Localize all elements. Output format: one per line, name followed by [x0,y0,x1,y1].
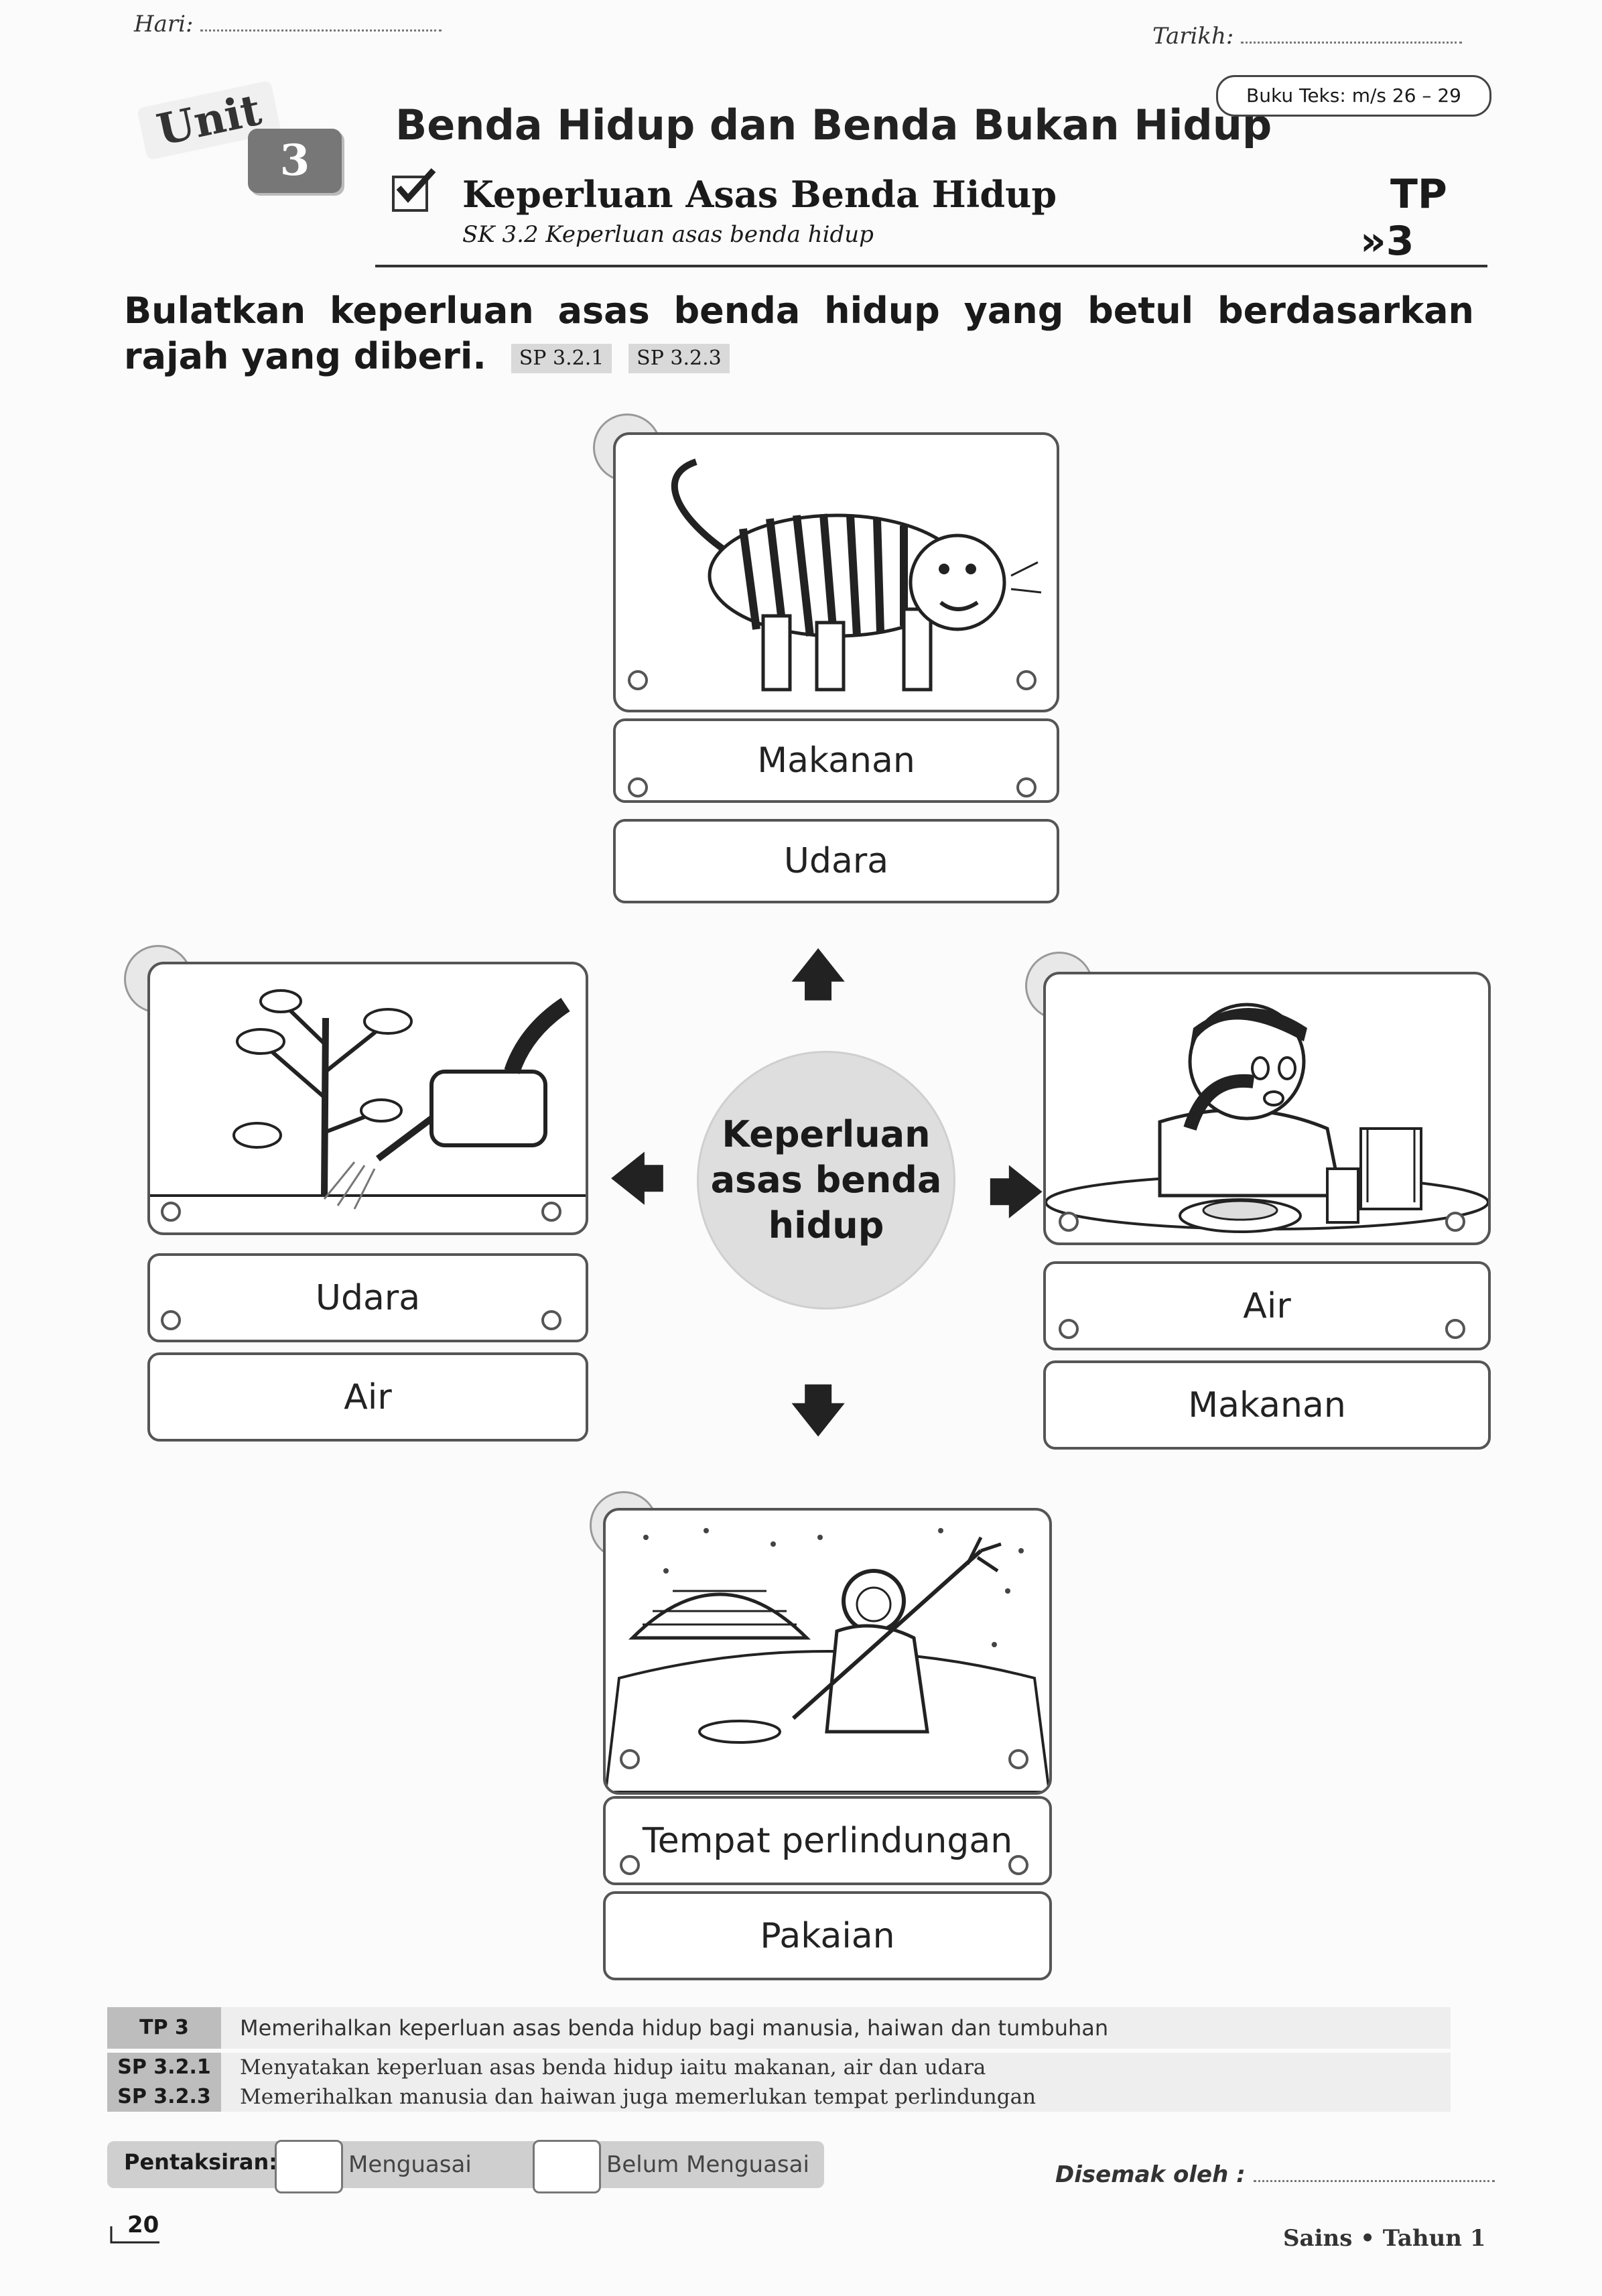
tp-desc: Menyatakan keperluan asas benda hidup ia… [221,2053,1451,2082]
book-title: Sains • Tahun 1 [1283,2225,1486,2252]
tp-desc: Memerihalkan manusia dan haiwan juga mem… [221,2082,1451,2112]
eskimo-igloo-icon [606,1528,1049,1792]
ring-icon [628,777,648,798]
tp-code: SP 3.2.1 [107,2053,221,2082]
tp-desc: Memerihalkan keperluan asas benda hidup … [221,2007,1451,2049]
assessment-label: Pentaksiran: [124,2149,278,2175]
instruction-text: Bulatkan keperluan asas benda hidup yang… [124,290,1474,377]
tp-row: SP 3.2.3 Memerihalkan manusia dan haiwan… [107,2082,1451,2112]
tp-code: SP 3.2.3 [107,2082,221,2112]
menguasai-checkbox[interactable] [275,2140,343,2193]
option-card3-air[interactable]: Air [1043,1261,1491,1350]
standard-kandungan: SK 3.2 Keperluan asas benda hidup [462,221,874,248]
ring-icon [1016,670,1037,690]
plant-picture [147,962,588,1235]
ring-icon [1008,1749,1028,1769]
option-card1-udara[interactable]: Udara [147,1253,588,1342]
section-subtitle: Keperluan Asas Benda Hidup [462,173,1057,216]
ring-icon [161,1202,181,1222]
hari-field[interactable]: Hari: [134,11,442,38]
unit-number: 3 [248,129,342,193]
page-number-text: 20 [127,2212,159,2238]
plant-watering-icon [150,989,586,1210]
eskimo-picture [603,1508,1052,1795]
arrow-down-icon: 🡇 [791,1379,846,1442]
tiger-picture [613,432,1059,712]
ring-icon [1059,1319,1079,1339]
unit-title: Benda Hidup dan Benda Bukan Hidup [395,101,1272,149]
option-card4-pakaian[interactable]: Pakaian [603,1891,1052,1980]
disemak-label: Disemak oleh : [1055,2161,1246,2188]
tarikh-blank[interactable] [1241,42,1463,44]
tarikh-label: Tarikh: [1152,23,1234,50]
checkbox-icon [392,168,436,212]
sp-tag: SP 3.2.3 [628,344,730,374]
ring-icon [541,1310,561,1330]
belum-menguasai-checkbox[interactable] [533,2140,601,2193]
arrow-right-icon: 🡆 [988,1161,1044,1224]
unit-badge: Unit 3 [134,80,355,194]
ring-icon [620,1855,640,1875]
sp-tag: SP 3.2.1 [511,344,612,374]
tarikh-field[interactable]: Tarikh: [1152,23,1463,50]
assessment-bar [107,2141,824,2188]
page-corner-icon [110,2226,159,2244]
ring-icon [1059,1212,1079,1232]
belum-menguasai-label: Belum Menguasai [606,2151,809,2178]
page-number: 20 [110,2212,159,2244]
center-line: hidup [768,1204,884,1247]
tp-level: »3 [1360,218,1414,265]
ring-icon [161,1310,181,1330]
ring-icon [1016,777,1037,798]
instruction: Bulatkan keperluan asas benda hidup yang… [124,288,1474,379]
option-card2-makanan[interactable]: Makanan [613,718,1059,803]
tp-row: SP 3.2.1 Menyatakan keperluan asas benda… [107,2053,1451,2082]
center-line: Keperluan [722,1113,931,1155]
ring-icon [628,670,648,690]
tp-code: TP 3 [107,2007,221,2049]
hari-blank[interactable] [200,29,442,31]
tp-row: TP 3 Memerihalkan keperluan asas benda h… [107,2007,1451,2049]
ring-icon [620,1749,640,1769]
disemak-field[interactable]: Disemak oleh : [1055,2161,1495,2188]
menguasai-label: Menguasai [348,2151,472,2178]
arrow-left-icon: 🡄 [610,1148,665,1210]
ring-icon [1008,1855,1028,1875]
tp-table: TP 3 Memerihalkan keperluan asas benda h… [107,2007,1451,2112]
header-divider [375,265,1487,267]
center-concept: Keperluan asas benda hidup [697,1051,955,1310]
boy-eating-icon [1046,1003,1488,1233]
option-card3-makanan[interactable]: Makanan [1043,1360,1491,1450]
option-card1-air[interactable]: Air [147,1352,588,1442]
boy-eating-picture [1043,972,1491,1245]
hari-label: Hari: [134,11,194,38]
tiger-icon [671,458,1042,692]
ring-icon [541,1202,561,1222]
option-card2-udara[interactable]: Udara [613,819,1059,903]
buku-teks-badge: Buku Teks: m/s 26 – 29 [1216,75,1491,117]
disemak-blank[interactable] [1253,2180,1495,2182]
tp-label: TP [1390,171,1447,218]
center-line: asas benda [710,1159,942,1201]
ring-icon [1445,1212,1465,1232]
ring-icon [1445,1319,1465,1339]
arrow-up-icon: 🡅 [791,944,846,1006]
option-card4-tempat-perlindungan[interactable]: Tempat perlindungan [603,1796,1052,1885]
